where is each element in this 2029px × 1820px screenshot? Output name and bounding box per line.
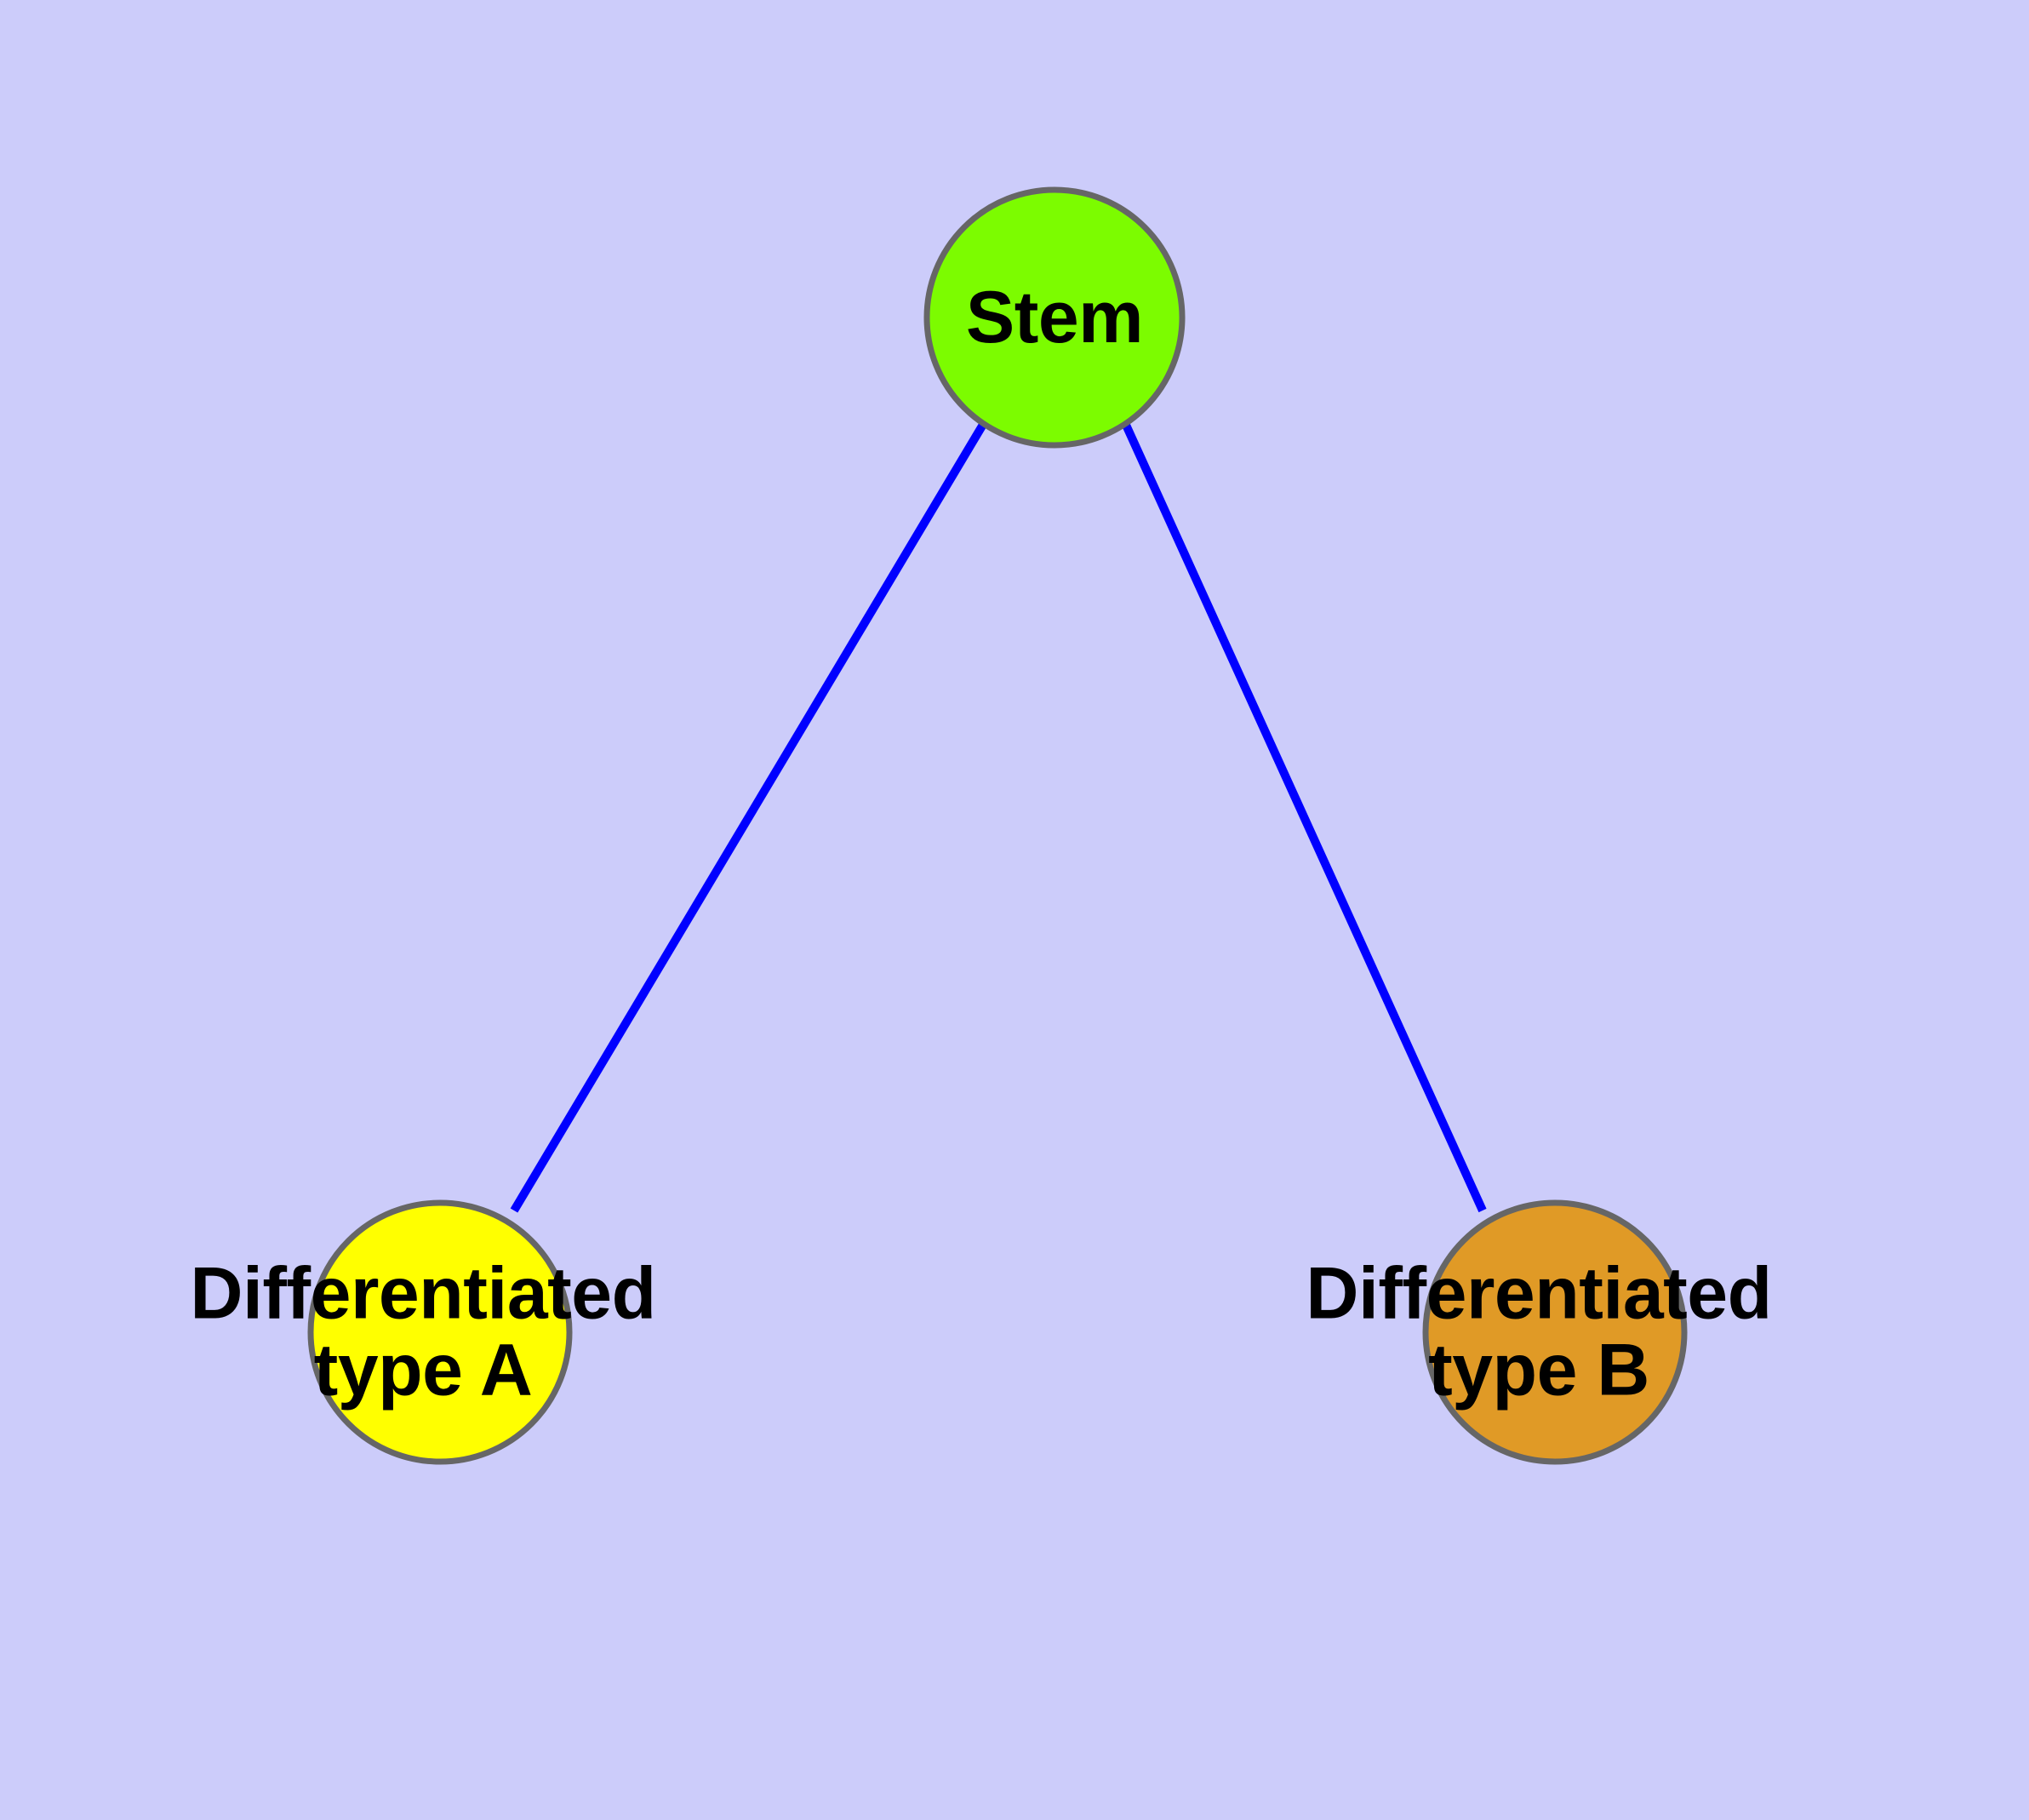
node-differentiated-type-a[interactable] xyxy=(307,1199,573,1465)
edge-layer xyxy=(510,421,1487,1213)
node-layer xyxy=(307,186,1688,1465)
node-stem[interactable] xyxy=(923,186,1186,449)
node-differentiated-type-b[interactable] xyxy=(1422,1199,1688,1465)
edge-stem-to-diff-b[interactable] xyxy=(1121,421,1487,1213)
edge-stem-to-diff-a[interactable] xyxy=(510,421,988,1213)
